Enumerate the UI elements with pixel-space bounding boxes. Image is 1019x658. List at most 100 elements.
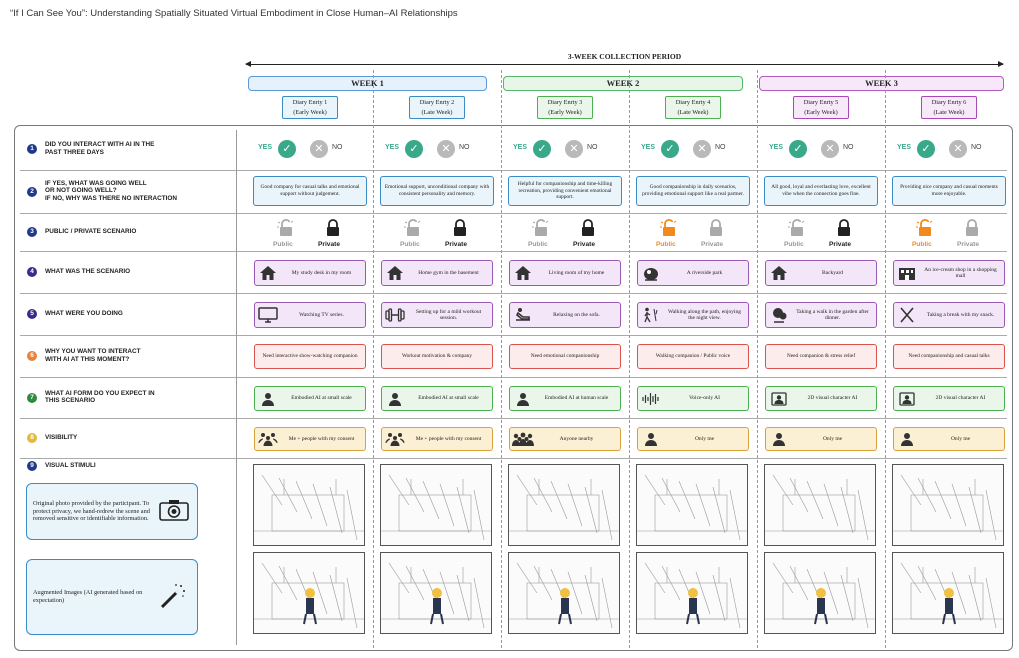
question-line: VISIBILITY bbox=[45, 434, 78, 442]
yes-label: YES bbox=[385, 144, 400, 151]
week-header-2: WEEK 2 bbox=[503, 76, 743, 91]
answer-box: Only me bbox=[765, 427, 877, 451]
answer-box: Relaxing on the sofa. bbox=[509, 302, 621, 328]
answer-text: Voice-only AI bbox=[689, 395, 720, 402]
row-divider bbox=[20, 213, 1007, 214]
paper-running-header: “If I Can See You”: Understanding Spatia… bbox=[10, 8, 458, 19]
collection-period-label: 3-WEEK COLLECTION PERIOD bbox=[567, 52, 682, 61]
person-icon bbox=[510, 392, 536, 406]
public-label: Public bbox=[912, 241, 932, 248]
answer-text: My study desk in my room bbox=[291, 269, 352, 276]
row-number-badge: 7 bbox=[27, 392, 37, 403]
diary-entry-title: Diary Enrty 3 bbox=[547, 99, 583, 106]
check-icon: ✓ bbox=[533, 140, 551, 158]
question-line: WITH AI AT THIS MOMENT? bbox=[45, 355, 130, 363]
park-icon bbox=[638, 265, 664, 281]
no-label: NO bbox=[843, 144, 854, 151]
question-line: PAST THREE DAYS bbox=[45, 148, 104, 156]
answer-box: All good, loyal and everlasting love, ex… bbox=[764, 176, 878, 206]
question-line: OR NOT GOING WELL? bbox=[45, 187, 117, 195]
question-line: IF NO, WHY WAS THERE NO INTERACTION bbox=[45, 194, 177, 202]
row-question-label: WHAT WAS THE SCENARIO bbox=[45, 268, 233, 276]
answer-text: Me + people with my consent bbox=[288, 435, 355, 442]
public-label: Public bbox=[400, 241, 420, 248]
public-label: Public bbox=[784, 241, 804, 248]
row-number-badge: 6 bbox=[27, 351, 37, 361]
column-divider bbox=[373, 70, 374, 648]
answer-box: Anyone nearby bbox=[509, 427, 621, 451]
answer-text: Walking along the path, enjoying the nig… bbox=[667, 308, 742, 322]
answer-box: Workout motivation & company bbox=[381, 344, 493, 369]
unlock-icon bbox=[277, 219, 295, 242]
diary-entry-3: Diary Enrty 3(Early Week) bbox=[537, 96, 593, 119]
answer-box: Setting up for a mild workout session. bbox=[381, 302, 493, 328]
lock-icon bbox=[579, 219, 597, 242]
private-label: Private bbox=[957, 241, 979, 248]
yes-label: YES bbox=[769, 144, 784, 151]
answer-box: Good companionship in daily scenarios, p… bbox=[636, 176, 750, 206]
person-icon bbox=[382, 392, 408, 406]
row-question-label: PUBLIC / PRIVATE SCENARIO bbox=[45, 228, 233, 236]
question-line: IF YES, WHAT WAS GOING WELL bbox=[45, 179, 147, 187]
home-icon bbox=[382, 265, 408, 281]
answer-box: Watching TV series. bbox=[254, 302, 366, 328]
diary-entry-1: Diary Enrty 1(Early Week) bbox=[282, 96, 338, 119]
lock-icon bbox=[963, 219, 981, 242]
yes-label: YES bbox=[897, 144, 912, 151]
x-icon: ✕ bbox=[565, 140, 583, 158]
mall-icon bbox=[894, 265, 920, 281]
diary-entry-2: Diary Enrty 2(Late Week) bbox=[409, 96, 465, 119]
augmented-image bbox=[636, 552, 748, 634]
answer-box: Walking companion / Public voice bbox=[637, 344, 749, 369]
row-divider bbox=[20, 170, 1007, 171]
lock-icon bbox=[324, 219, 342, 242]
week-header-3: WEEK 3 bbox=[759, 76, 1004, 91]
unlock-icon bbox=[660, 219, 678, 242]
question-line: VISUAL STIMULI bbox=[45, 462, 96, 470]
row-question-label: WHAT WERE YOU DOING bbox=[45, 310, 233, 318]
yes-label: YES bbox=[513, 144, 528, 151]
answer-text: Embodied AI at small scale bbox=[291, 395, 352, 402]
consent-group-icon bbox=[382, 432, 408, 446]
dumbbell-icon bbox=[382, 308, 408, 322]
answer-box: Helpful for companionship and time-killi… bbox=[508, 176, 622, 206]
x-icon: ✕ bbox=[949, 140, 967, 158]
answer-box: Me + people with my consent bbox=[254, 427, 366, 451]
diary-entry-5: Diary Enrty 5(Early Week) bbox=[793, 96, 849, 119]
diary-entry-timing: (Late Week) bbox=[933, 108, 965, 116]
x-icon: ✕ bbox=[310, 140, 328, 158]
row-number-badge: 5 bbox=[27, 309, 37, 319]
private-label: Private bbox=[573, 241, 595, 248]
original-sketch bbox=[253, 464, 365, 546]
check-icon: ✓ bbox=[661, 140, 679, 158]
question-line: DID YOU INTERACT WITH AI IN THE bbox=[45, 141, 155, 149]
home-icon bbox=[255, 265, 281, 281]
answer-text: Me + people with my consent bbox=[415, 435, 482, 442]
original-sketch bbox=[380, 464, 492, 546]
answer-text: Only me bbox=[822, 435, 843, 442]
week-header-1: WEEK 1 bbox=[248, 76, 487, 91]
answer-box: Voice-only AI bbox=[637, 386, 749, 411]
answer-text: 2D visual character AI bbox=[935, 395, 986, 402]
original-sketch bbox=[892, 464, 1004, 546]
no-label: NO bbox=[332, 144, 343, 151]
answer-box: My study desk in my room bbox=[254, 260, 366, 286]
private-label: Private bbox=[445, 241, 467, 248]
row-divider bbox=[20, 335, 1007, 336]
person-icon bbox=[255, 392, 281, 406]
question-line: WHAT WERE YOU DOING bbox=[45, 310, 123, 318]
answer-text: Embodied AI at small scale bbox=[418, 395, 479, 402]
garden-icon bbox=[766, 307, 792, 323]
answer-text: Taking a break with my snack. bbox=[926, 311, 995, 318]
portrait-icon bbox=[894, 391, 920, 406]
row-number-badge: 2 bbox=[27, 186, 37, 197]
utensils-icon bbox=[894, 307, 920, 323]
answer-box: 2D visual character AI bbox=[765, 386, 877, 411]
answer-box: Only me bbox=[637, 427, 749, 451]
row-number-badge: 1 bbox=[27, 144, 37, 154]
answer-box: Need companion & stress relief bbox=[765, 344, 877, 369]
